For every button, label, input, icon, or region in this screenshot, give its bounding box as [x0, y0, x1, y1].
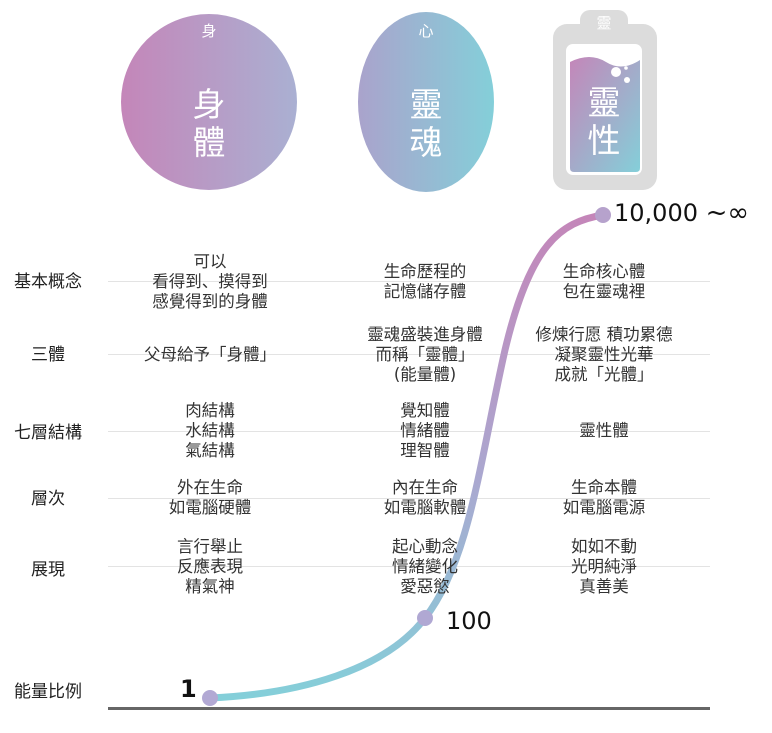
bubble-icon: [624, 66, 628, 70]
spirit-main-char-1: 靈: [587, 83, 621, 122]
cell-line: 起心動念: [392, 537, 458, 556]
cell-line: (能量體): [393, 365, 457, 384]
cell-line: 靈魂盛裝進身體: [367, 325, 483, 344]
cell-line: 愛惡慾: [400, 577, 450, 596]
row-label-energy-ratio: 能量比例: [14, 682, 82, 702]
soul-main-label: 靈 魂: [386, 86, 466, 162]
cell-soul: 覺知體情緒體理智體: [325, 401, 525, 461]
cell-line: 看得到、摸得到: [152, 272, 268, 291]
cell-line: 理智體: [400, 441, 450, 460]
body-main-label: 身 體: [169, 86, 249, 162]
cell-body: 言行舉止反應表現精氣神: [110, 537, 310, 597]
cell-line: 外在生命: [177, 478, 243, 497]
gridline: [108, 498, 710, 499]
spirit-liquid: [570, 57, 640, 172]
curve-point: [417, 610, 433, 626]
gridline: [108, 566, 710, 567]
gridline: [108, 354, 710, 355]
curve-point: [202, 690, 218, 706]
cell-line: 反應表現: [177, 557, 243, 576]
body-main-char-1: 身: [192, 85, 226, 124]
body-top-label: 身: [201, 22, 217, 40]
cell-spirit: 生命本體如電腦電源: [504, 478, 704, 518]
cell-line: 光明純淨: [571, 557, 637, 576]
cell-line: 真善美: [579, 577, 629, 596]
cell-body: 可以看得到、摸得到感覺得到的身體: [110, 252, 310, 312]
cell-line: 如電腦電源: [562, 498, 646, 517]
cell-line: 感覺得到的身體: [152, 292, 268, 311]
cell-line: 肉結構: [185, 401, 235, 420]
cell-line: 氣結構: [185, 441, 235, 460]
cell-line: 情緒體: [400, 421, 450, 440]
soul-main-char-2: 魂: [409, 123, 443, 162]
cell-line: 精氣神: [185, 577, 235, 596]
gridline: [108, 431, 710, 432]
cell-body: 外在生命如電腦硬體: [110, 478, 310, 518]
cell-line: 父母給予「身體」: [144, 345, 276, 364]
row-label-level: 層次: [31, 489, 65, 509]
bubble-icon: [611, 67, 621, 77]
cell-line: 修煉行愿 積功累德: [535, 325, 673, 344]
cell-soul: 生命歷程的記憶儲存體: [325, 262, 525, 302]
cell-soul: 內在生命如電腦軟體: [325, 478, 525, 518]
gridline: [108, 281, 710, 282]
cell-line: 言行舉止: [177, 537, 243, 556]
spirit-top-label: 靈: [596, 14, 612, 32]
cell-body: 肉結構水結構氣結構: [110, 401, 310, 461]
row-label-seven-layers: 七層結構: [14, 423, 82, 443]
cell-line: 成就「光體」: [554, 365, 654, 384]
cell-line: 記憶儲存體: [383, 282, 467, 301]
cell-line: 水結構: [185, 421, 235, 440]
spirit-main-label: 靈 性: [564, 84, 644, 160]
cell-spirit: 如如不動光明純淨真善美: [504, 537, 704, 597]
cell-line: 生命核心體: [562, 262, 646, 281]
cell-line: 內在生命: [392, 478, 458, 497]
cell-spirit: 生命核心體包在靈魂裡: [504, 262, 704, 302]
soul-top-label: 心: [418, 22, 434, 40]
spirit-cap: [580, 10, 628, 36]
cell-spirit: 靈性體: [504, 421, 704, 441]
body-circle: [121, 14, 297, 190]
cell-line: 而稱「靈體」: [375, 345, 475, 364]
soul-circle: [358, 12, 494, 192]
energy-curve: [206, 211, 607, 702]
cell-body: 父母給予「身體」: [110, 345, 310, 365]
cell-soul: 靈魂盛裝進身體而稱「靈體」(能量體): [325, 325, 525, 385]
cell-line: 凝聚靈性光華: [554, 345, 654, 364]
energy-value-1: 1: [180, 675, 197, 703]
cell-line: 覺知體: [400, 401, 450, 420]
energy-value-10000: 10,000 ~∞: [614, 198, 749, 228]
cell-soul: 起心動念情緒變化愛惡慾: [325, 537, 525, 597]
cell-line: 如電腦軟體: [383, 498, 467, 517]
cell-line: 如電腦硬體: [168, 498, 252, 517]
row-label-expression: 展現: [31, 560, 65, 580]
body-main-char-2: 體: [192, 123, 226, 162]
row-label-three-bodies: 三體: [31, 345, 65, 365]
header-graphics: [121, 10, 657, 192]
energy-value-100: 100: [446, 607, 492, 635]
cell-line: 情緒變化: [392, 557, 458, 576]
curve-point: [595, 207, 611, 223]
baseline-axis: [108, 707, 710, 710]
energy-value-10000-number: 10,000: [614, 199, 698, 227]
infinity-suffix: ~∞: [705, 198, 750, 228]
cell-line: 可以: [193, 252, 227, 271]
soul-main-char-1: 靈: [409, 85, 443, 124]
bubble-icon: [624, 77, 630, 83]
spirit-main-char-2: 性: [587, 121, 621, 160]
cell-line: 靈性體: [579, 421, 629, 440]
cell-spirit: 修煉行愿 積功累德凝聚靈性光華成就「光體」: [504, 325, 704, 385]
cell-line: 如如不動: [571, 537, 637, 556]
cell-line: 生命本體: [571, 478, 637, 497]
cell-line: 生命歷程的: [383, 262, 467, 281]
row-label-basic-concept: 基本概念: [14, 272, 82, 292]
cell-line: 包在靈魂裡: [562, 282, 646, 301]
